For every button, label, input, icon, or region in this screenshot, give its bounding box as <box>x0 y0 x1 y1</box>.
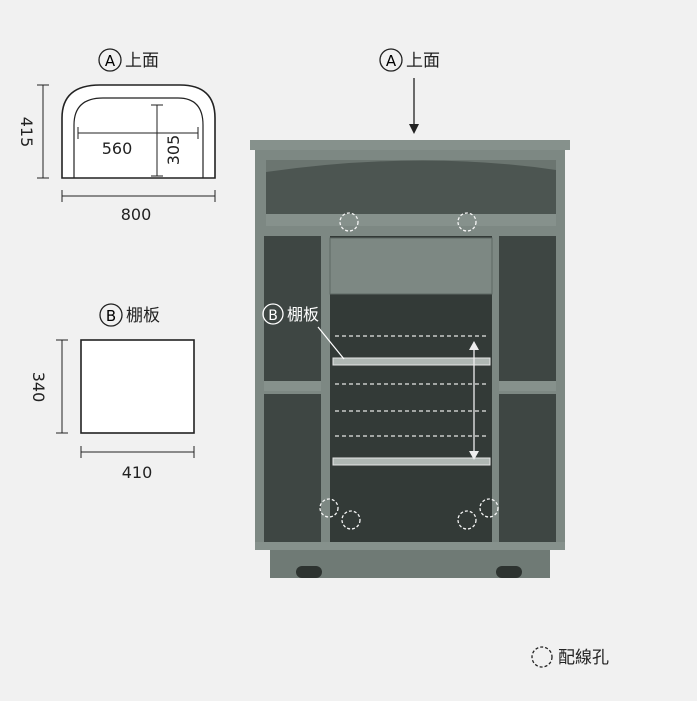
top-view-outline <box>61 84 216 179</box>
shelf-outline <box>80 339 195 434</box>
cabinet-bottom-sill <box>255 542 565 550</box>
arrowhead-down <box>469 451 479 460</box>
top-view-title: A 上面 <box>98 48 159 72</box>
right-lower-compartment <box>499 394 556 542</box>
left-upper-compartment <box>264 236 321 381</box>
arrowhead-up <box>469 341 479 350</box>
upper-compartment-shade <box>266 160 556 172</box>
top-callout-arrowhead <box>409 124 419 134</box>
marker-circle <box>99 303 123 327</box>
adjustable-shelves <box>332 335 491 466</box>
shelf-view-title-text: 棚板 <box>126 306 160 326</box>
depth-label: 415 <box>17 117 36 148</box>
inner-depth-label: 305 <box>164 135 183 166</box>
width-label: 800 <box>121 205 152 224</box>
right-shelf <box>499 381 556 391</box>
top-callout: A 上面 <box>379 48 440 134</box>
wiring-hole <box>319 498 339 518</box>
marker-circle <box>98 48 122 72</box>
upper-compartment-floor <box>266 214 556 226</box>
top-view-title-text: 上面 <box>125 51 159 71</box>
marker-circle <box>262 303 284 325</box>
wiring-hole <box>479 498 499 518</box>
shelf-callout-title: 棚板 <box>287 305 319 324</box>
shelf-width-label: 410 <box>122 463 153 482</box>
drawer <box>329 237 493 295</box>
wiring-hole <box>339 212 359 232</box>
marker-letter: A <box>105 52 116 70</box>
shelf-callout-leader <box>317 326 345 360</box>
left-shelf <box>264 381 321 391</box>
marker-circle <box>379 48 403 72</box>
wiring-hole-legend-icon <box>531 646 553 668</box>
top-view-inner-outline <box>73 97 204 178</box>
shelf-callout: B 棚板 <box>262 303 345 360</box>
marker-letter: A <box>386 52 397 70</box>
upper-compartment <box>266 160 556 222</box>
shelf-view-title: B 棚板 <box>99 303 160 327</box>
plinth-cutout <box>296 566 322 578</box>
top-view: A 上面 560 305 415 800 <box>17 48 216 224</box>
top-callout-title: 上面 <box>406 51 440 71</box>
inner-width-label: 560 <box>102 139 133 158</box>
wiring-hole <box>341 510 361 530</box>
legend: 配線孔 <box>531 646 609 668</box>
shelf-view: B 棚板 340 410 <box>29 303 195 482</box>
cabinet: A 上面 <box>250 48 570 578</box>
plinth-cutout <box>496 566 522 578</box>
wiring-holes <box>319 212 499 530</box>
wiring-hole <box>457 212 477 232</box>
left-lower-compartment <box>264 394 321 542</box>
wiring-hole-legend-label: 配線孔 <box>558 648 609 668</box>
shelf-board <box>332 457 491 466</box>
shelf-height-label: 340 <box>29 372 48 403</box>
marker-letter: B <box>106 307 116 325</box>
marker-letter: B <box>268 308 278 324</box>
right-upper-compartment <box>499 236 556 381</box>
shelf-board <box>332 357 491 366</box>
wiring-hole <box>457 510 477 530</box>
